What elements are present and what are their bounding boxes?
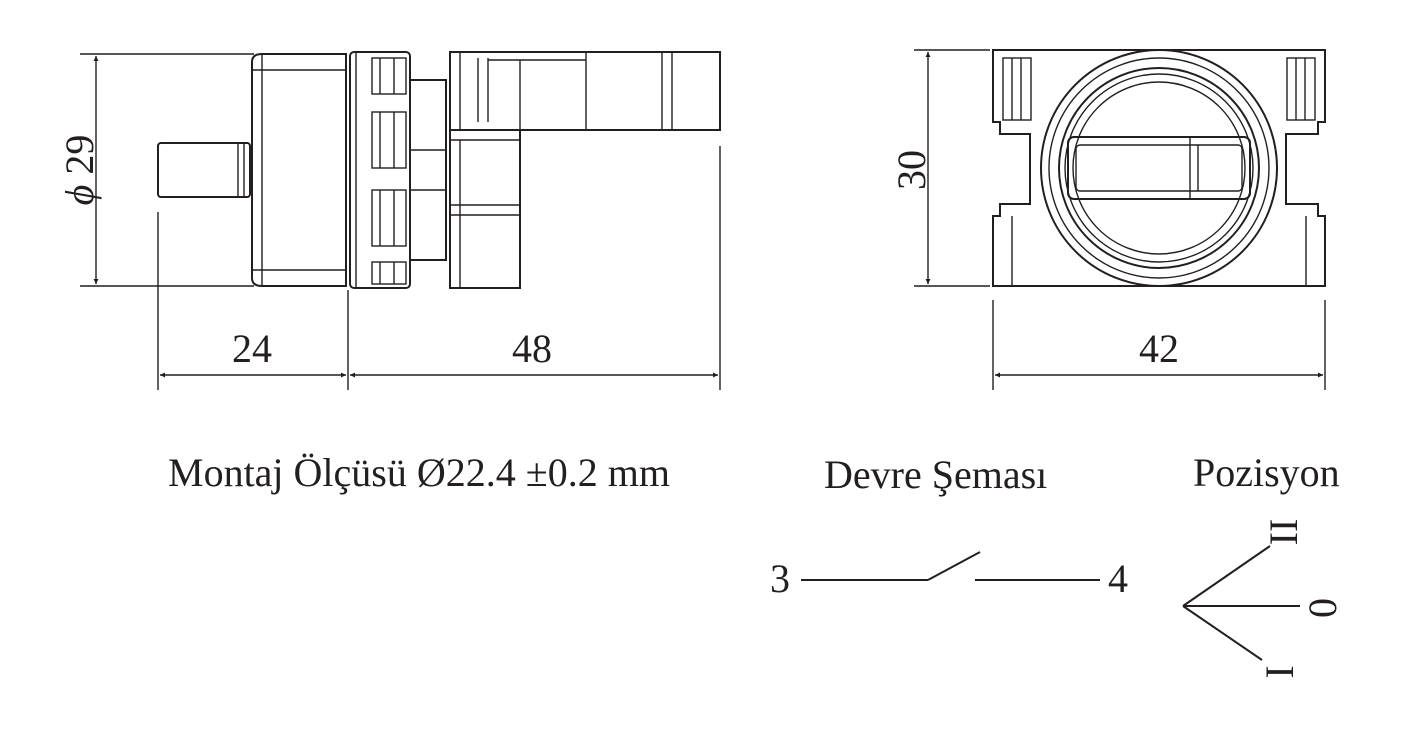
- terminal-3-label: 3: [770, 556, 790, 601]
- contact-block-lower: [449, 129, 521, 289]
- mounting-label: Montaj Ölçüsü Ø22.4 ±0.2 mm: [168, 450, 670, 495]
- front-length-label: 24: [232, 326, 272, 371]
- height-dimension: 30: [889, 52, 934, 284]
- terminal-4-label: 4: [1108, 556, 1128, 601]
- knob-shaft: [157, 142, 251, 198]
- diameter-dimension: ϕ 29: [57, 56, 102, 284]
- side-view: ϕ 29 24 48: [57, 51, 721, 390]
- diameter-label: ϕ 29: [57, 135, 102, 206]
- position-label-lower: I: [1257, 665, 1302, 678]
- circuit-label: Devre Şeması: [824, 452, 1047, 497]
- position-label-middle: 0: [1300, 598, 1345, 618]
- position-ray-lower: [1182, 605, 1263, 661]
- round-bezel: [1040, 49, 1278, 287]
- circuit-diagram: 3 4: [770, 551, 1128, 601]
- position-ray-upper: [1182, 545, 1271, 607]
- neck: [409, 79, 447, 261]
- width-dimension: 42: [995, 326, 1323, 378]
- body-length-dimension: 48: [350, 326, 718, 378]
- right-clip: [1286, 57, 1316, 286]
- body-length-label: 48: [512, 326, 552, 371]
- front-bezel: [251, 53, 347, 287]
- height-label: 30: [889, 150, 934, 190]
- selector-lever: [1067, 136, 1251, 200]
- left-clip: [1000, 57, 1032, 286]
- front-length-dimension: 24: [160, 326, 346, 378]
- position-label-upper: II: [1261, 519, 1306, 546]
- switch-contact: [927, 551, 981, 581]
- frame-outline: [992, 49, 1326, 287]
- contact-block-upper: [449, 51, 721, 131]
- front-view: 30 42: [889, 49, 1326, 390]
- position-diagram: II 0 I: [1182, 519, 1345, 679]
- position-label: Pozisyon: [1193, 450, 1340, 495]
- width-label: 42: [1139, 326, 1179, 371]
- locking-ring: [349, 51, 411, 289]
